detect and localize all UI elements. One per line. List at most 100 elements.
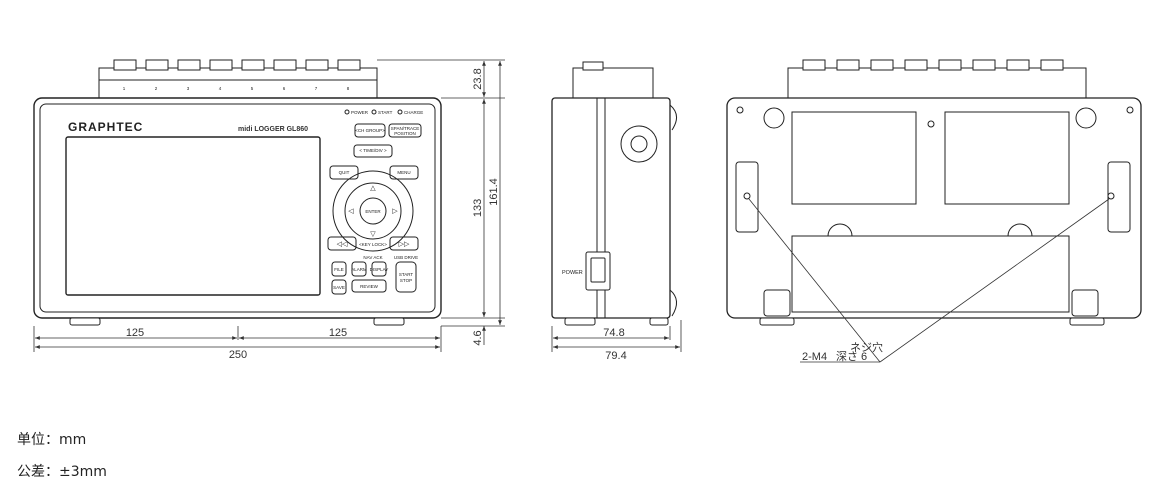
- back-foot-pad-icon: [1075, 107, 1097, 129]
- display-button-shape: [371, 261, 387, 277]
- back-panel-right: [944, 111, 1070, 205]
- channel-number: 7: [315, 86, 318, 91]
- dpad-inner-ring: [344, 182, 402, 240]
- dim-side-depth: 74.8: [603, 327, 624, 339]
- front-foot-left: [69, 317, 101, 326]
- time-div-button-shape: [353, 144, 393, 158]
- unit-note: 单位：mm: [17, 432, 87, 448]
- start-label: START: [399, 272, 414, 277]
- start-indicator-label: START: [378, 110, 393, 115]
- start-led-icon: [371, 109, 377, 115]
- channel-number: 6: [283, 86, 286, 91]
- battery-cover: [791, 235, 1070, 313]
- rewind-button-shape: [327, 236, 357, 251]
- dim-top-height: 23.8: [472, 68, 484, 89]
- side-dimensions: [551, 320, 682, 352]
- back-foot-pad-icon: [763, 107, 785, 129]
- side-foot-right: [649, 317, 669, 326]
- dim-total-height: 161.4: [488, 178, 500, 206]
- start-stop-button-shape: [395, 261, 417, 293]
- side-view: [551, 61, 677, 326]
- file-button-shape: [331, 261, 347, 277]
- time-div-label: < TIME/DIV >: [359, 148, 387, 153]
- alarm-button-shape: [351, 261, 367, 277]
- usb-drive-label: USB DRIVE: [394, 255, 418, 260]
- charge-indicator-label: CHARGE: [404, 110, 423, 115]
- forward-button-shape: [389, 236, 419, 251]
- terminal-block: [98, 67, 378, 99]
- review-button-shape: [351, 279, 387, 293]
- menu-button-shape: [389, 165, 419, 180]
- power-indicator-label: POWER: [351, 110, 369, 115]
- span-trace-button-shape: [388, 123, 422, 138]
- back-view: [726, 59, 1142, 326]
- rewind-icon: ◁◁: [337, 240, 348, 248]
- callout-screw-hole-label: ネジ穴: [850, 340, 883, 354]
- back-foot-right: [1071, 289, 1099, 317]
- display-label: DISPLAY: [370, 267, 389, 272]
- drawing-notes: 单位：mm 公差：±3mm: [17, 424, 107, 488]
- stop-label: STOP: [400, 278, 412, 283]
- down-arrow-icon: ▽: [370, 230, 376, 238]
- power-switch-icon: [590, 257, 606, 283]
- channel-number: 8: [347, 86, 350, 91]
- back-terminal-tabs: [802, 59, 1064, 71]
- save-label: SAVE: [333, 285, 345, 290]
- left-arrow-icon: ◁: [348, 207, 354, 215]
- right-arrow-icon: ▷: [392, 207, 398, 215]
- side-power-label: POWER: [562, 270, 583, 276]
- back-foot-left: [763, 289, 791, 317]
- quit-button-shape: [329, 165, 359, 180]
- dim-total-width: 250: [229, 349, 247, 361]
- dim-body-height: 133: [472, 199, 484, 217]
- dpad-outer-ring: [332, 170, 414, 252]
- power-led-icon: [344, 109, 350, 115]
- dim-foot-height: 4.6: [472, 330, 484, 345]
- fan-vent-icon: [620, 125, 658, 163]
- fast-forward-icon: ▷▷: [399, 240, 410, 248]
- front-foot-right: [373, 317, 405, 326]
- screw-icon: [1126, 106, 1134, 114]
- battery-latch-icon: [827, 223, 853, 237]
- back-terminal-block: [787, 67, 1087, 99]
- channel-number: 3: [187, 86, 190, 91]
- front-dimensions: [33, 59, 505, 352]
- alarm-label: ALARM: [351, 267, 367, 272]
- callout-depth-label: 深さ 6: [836, 350, 867, 363]
- lcd-screen: [65, 136, 321, 296]
- front-view-text: 1 2 3 4 5 6 7 8 POWER START CHARGE GRAPH…: [68, 86, 423, 290]
- save-button-shape: [331, 279, 347, 295]
- channel-number: 2: [155, 86, 158, 91]
- up-arrow-icon: △: [370, 184, 376, 192]
- dim-side-total-depth: 79.4: [605, 350, 626, 362]
- screw-hole-m4-icon: [1107, 192, 1115, 200]
- dim-half-width-right: 125: [329, 327, 347, 339]
- span-trace-label: SPAN/TRACE: [391, 126, 419, 131]
- enter-button-shape: [359, 197, 387, 225]
- brand-logo: GRAPHTEC: [68, 120, 143, 134]
- side-body: [551, 97, 671, 319]
- review-label: REVIEW: [360, 284, 379, 289]
- terminal-tabs: [113, 59, 361, 71]
- logger-bezel: [39, 103, 436, 313]
- model-name: midi LOGGER GL860: [238, 126, 308, 133]
- charge-led-icon: [397, 109, 403, 115]
- back-panel-left: [791, 111, 917, 205]
- ch-group-label: <CH GROUP>: [355, 128, 385, 133]
- position-label: POSITION: [394, 131, 416, 136]
- channel-number: 1: [123, 86, 126, 91]
- menu-label: MENU: [397, 170, 410, 175]
- channel-number: 4: [219, 86, 222, 91]
- key-lock-label: <KEY LOCK>: [359, 242, 387, 247]
- tolerance-note: 公差：±3mm: [17, 464, 107, 480]
- screw-icon: [927, 120, 935, 128]
- quit-label: QUIT: [339, 170, 350, 175]
- channel-number: 5: [251, 86, 254, 91]
- front-view: [33, 59, 442, 326]
- screw-hole-m4-icon: [743, 192, 751, 200]
- front-dimension-labels: 125 125 250 23.8 133 161.4 4.6: [126, 68, 500, 361]
- ch-group-button-shape: [354, 123, 386, 138]
- battery-latch-icon: [1007, 223, 1033, 237]
- enter-label: ENTER: [365, 209, 381, 214]
